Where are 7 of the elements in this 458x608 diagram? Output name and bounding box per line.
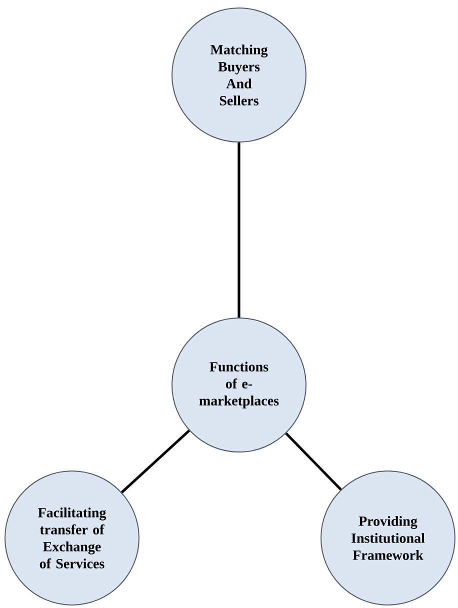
connector-line — [285, 432, 342, 491]
circle-node: Providing Institutional Framework — [320, 470, 456, 606]
connector-line — [238, 142, 240, 318]
circle-node: Matching Buyers And Sellers — [172, 8, 306, 142]
connector-line — [120, 430, 190, 494]
circle-node: Functions of e-marketplaces — [172, 318, 306, 452]
circle-node: Facilitating transfer of Exchange of Services — [4, 470, 140, 606]
